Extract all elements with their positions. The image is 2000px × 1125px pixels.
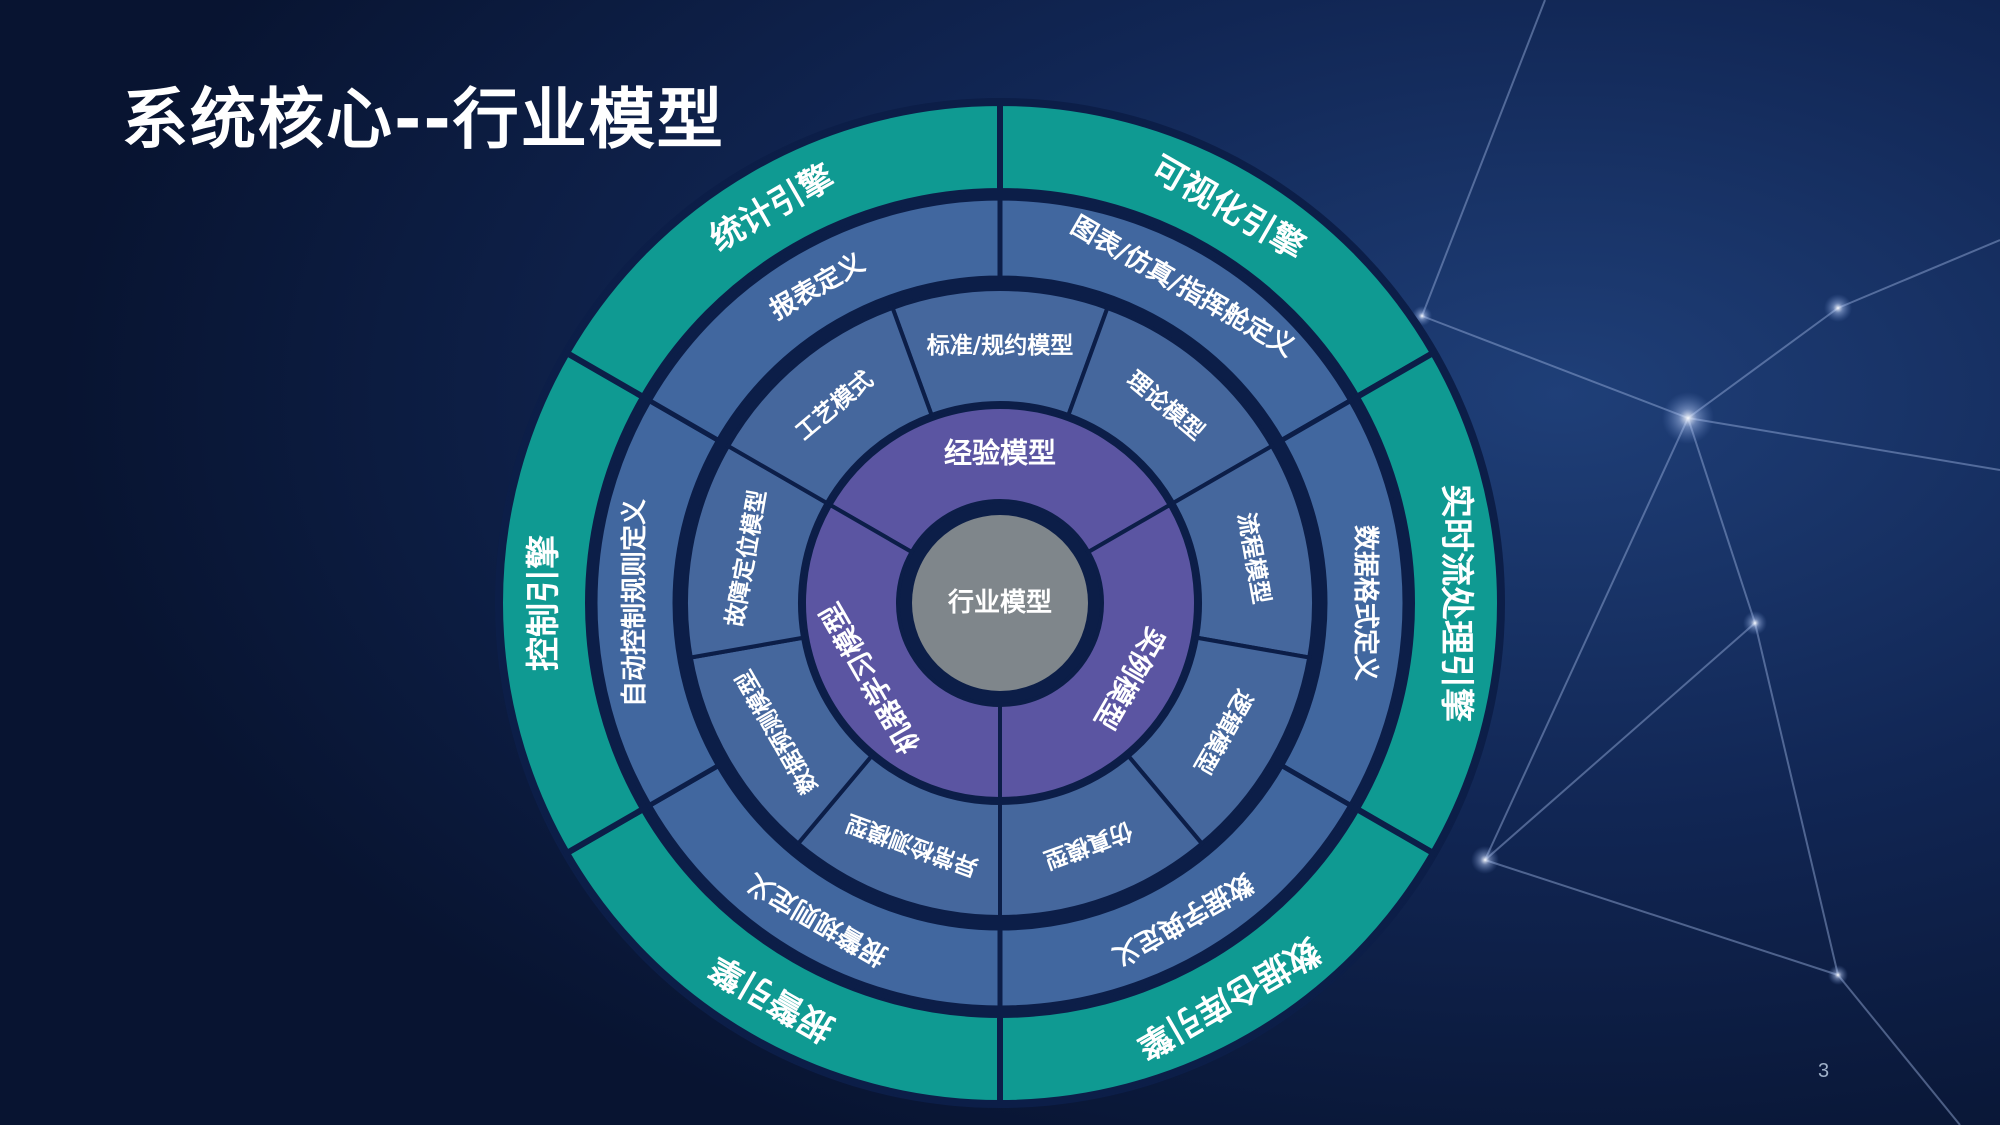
- center-core: [912, 515, 1088, 691]
- definition-label-4: 自动控制规则定义: [619, 499, 650, 707]
- core-segment-1: [998, 502, 1198, 802]
- page-title: 系统核心--行业模型: [122, 81, 725, 158]
- model-label-0: 标准/规约模型: [927, 332, 1073, 359]
- core-segment-2: [802, 502, 1002, 802]
- page-number: 3: [1818, 1060, 1830, 1082]
- definition-label-1: 数据格式定义: [1350, 525, 1381, 681]
- core-segment-0: [827, 405, 1173, 555]
- engine-label-4: 控制引擎: [524, 535, 564, 671]
- model-segment-8: [725, 305, 935, 506]
- center-label: 行业模型: [947, 587, 1052, 618]
- engine-label-1: 实时流处理引擎: [1436, 484, 1476, 722]
- core-label-0: 经验模型: [944, 437, 1056, 470]
